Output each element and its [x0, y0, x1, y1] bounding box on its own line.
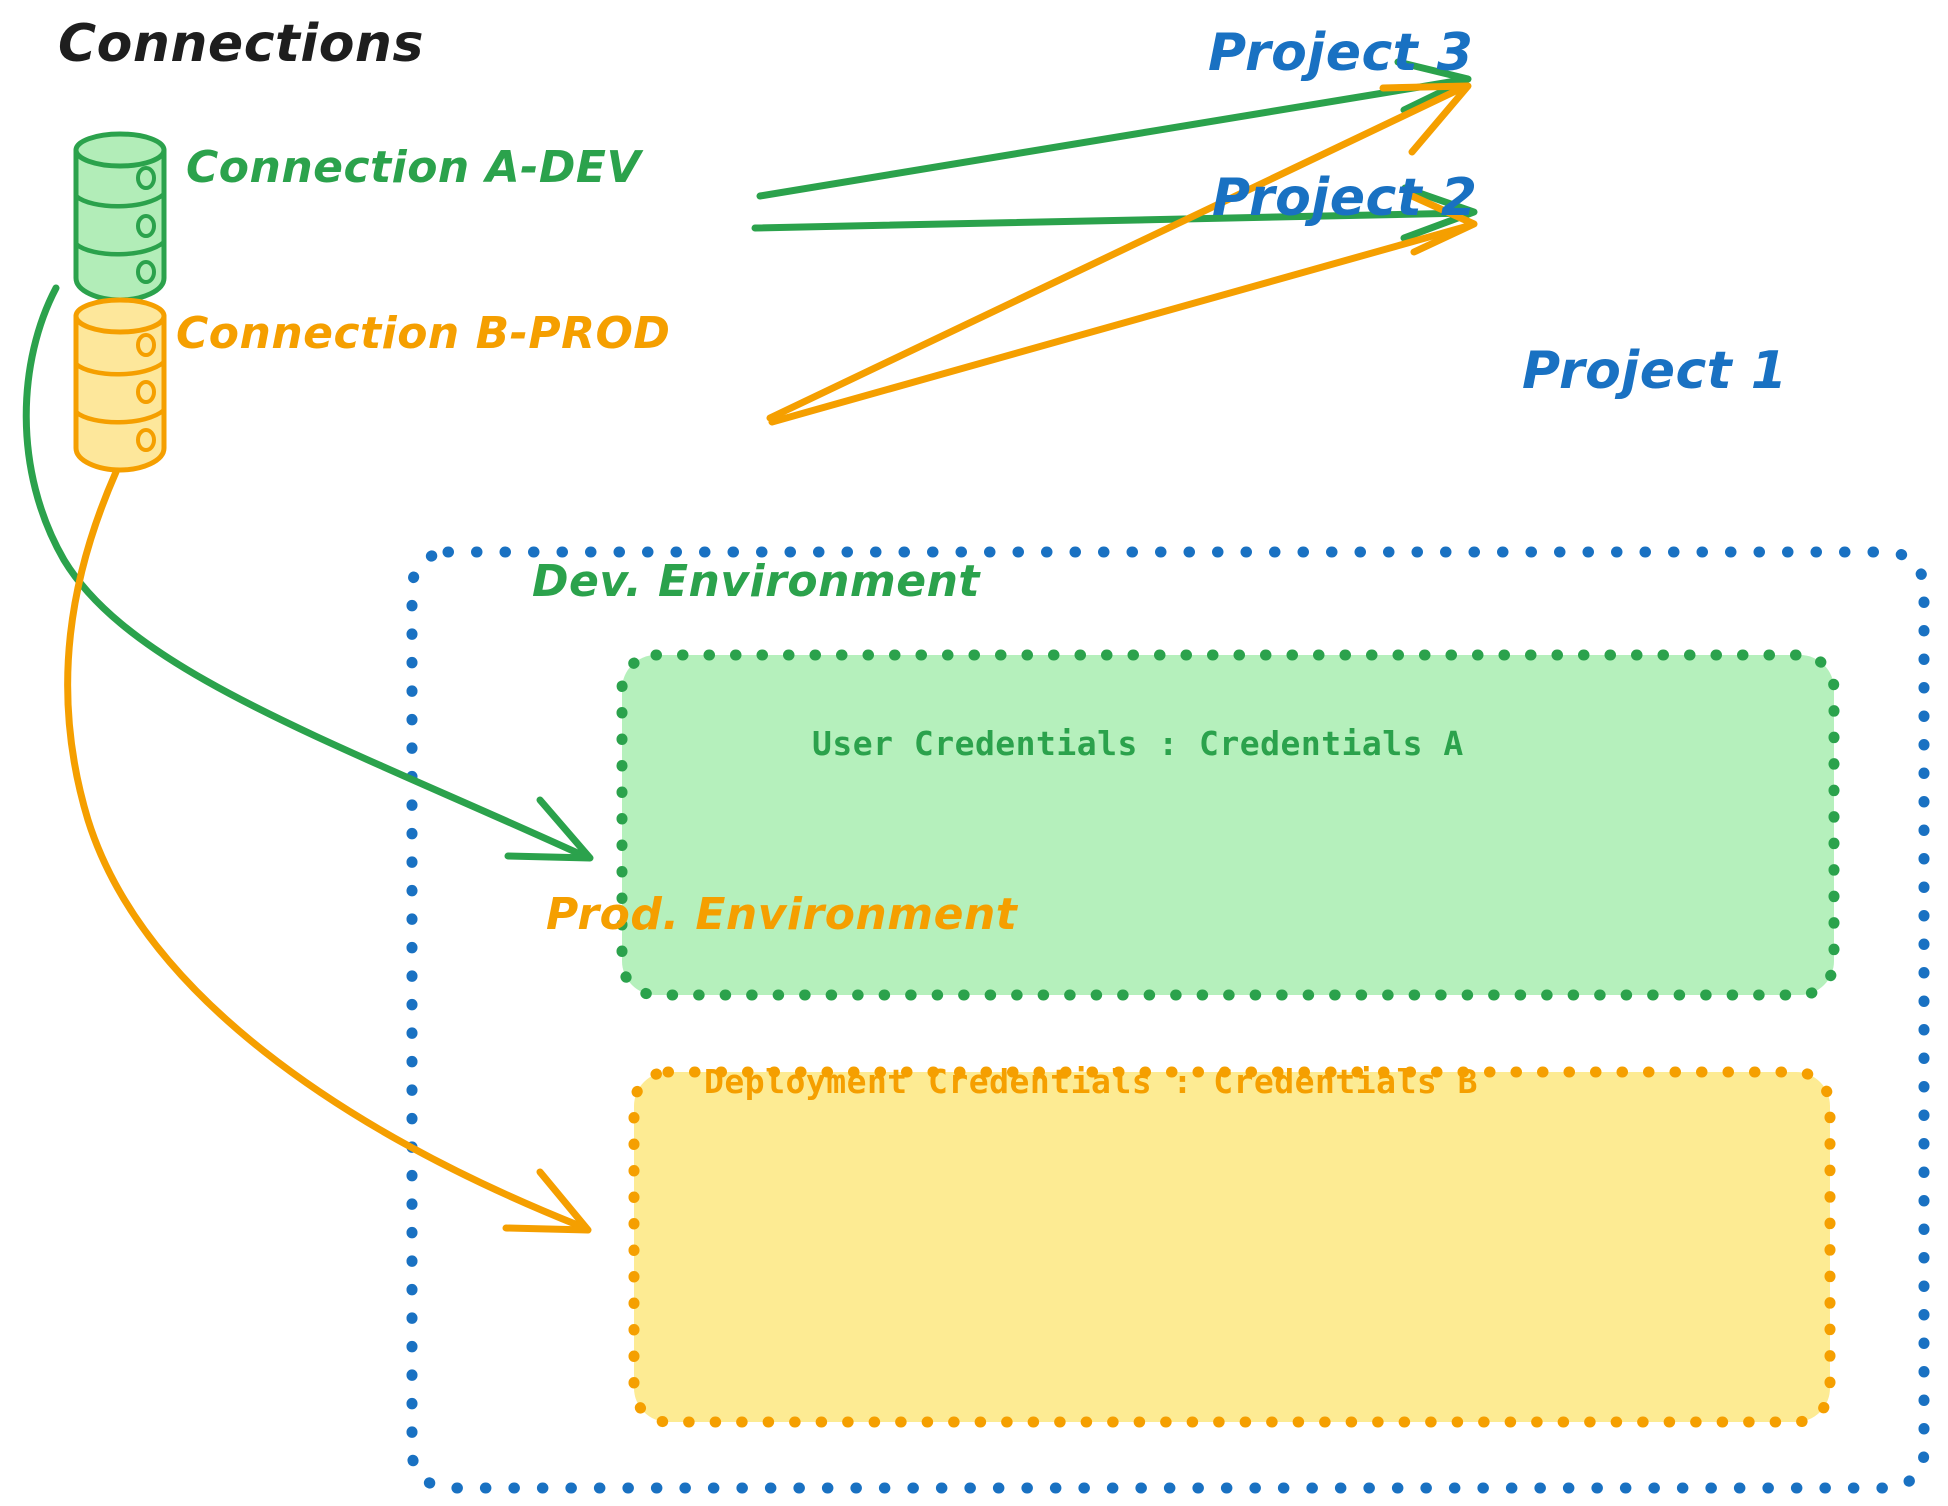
dev-environment-credentials: User Credentials : Credentials A [812, 724, 1464, 763]
connection-b-prod-label: Connection B-PROD [176, 308, 671, 359]
edge-conn-a-to-dev-environment [22, 284, 594, 862]
dev-environment-title: Dev. Environment [532, 556, 980, 607]
project-1-container [406, 546, 1930, 1494]
edge-conn-a-to-project-2 [751, 184, 1478, 242]
prod-environment-box [628, 1066, 1836, 1428]
dev-environment-box [616, 649, 1840, 1001]
connection-a-dev-label: Connection A-DEV [186, 142, 642, 193]
database-cylinder-icon-green [73, 131, 167, 303]
prod-environment-title: Prod. Environment [546, 889, 1018, 940]
project-1-label: Project 1 [1522, 341, 1788, 401]
edge-conn-a-to-project-3 [756, 58, 1472, 200]
page-title: Connections [58, 14, 424, 74]
edge-conn-b-to-project-3 [766, 82, 1472, 422]
project-3-label: Project 3 [1208, 23, 1474, 83]
edge-conn-b-to-project-2 [768, 192, 1478, 426]
database-cylinder-icon-orange [73, 297, 167, 473]
project-2-label: Project 2 [1212, 168, 1478, 228]
edge-conn-b-to-prod-environment [64, 468, 592, 1234]
prod-environment-credentials: Deployment Credentials : Credentials B [704, 1062, 1478, 1101]
